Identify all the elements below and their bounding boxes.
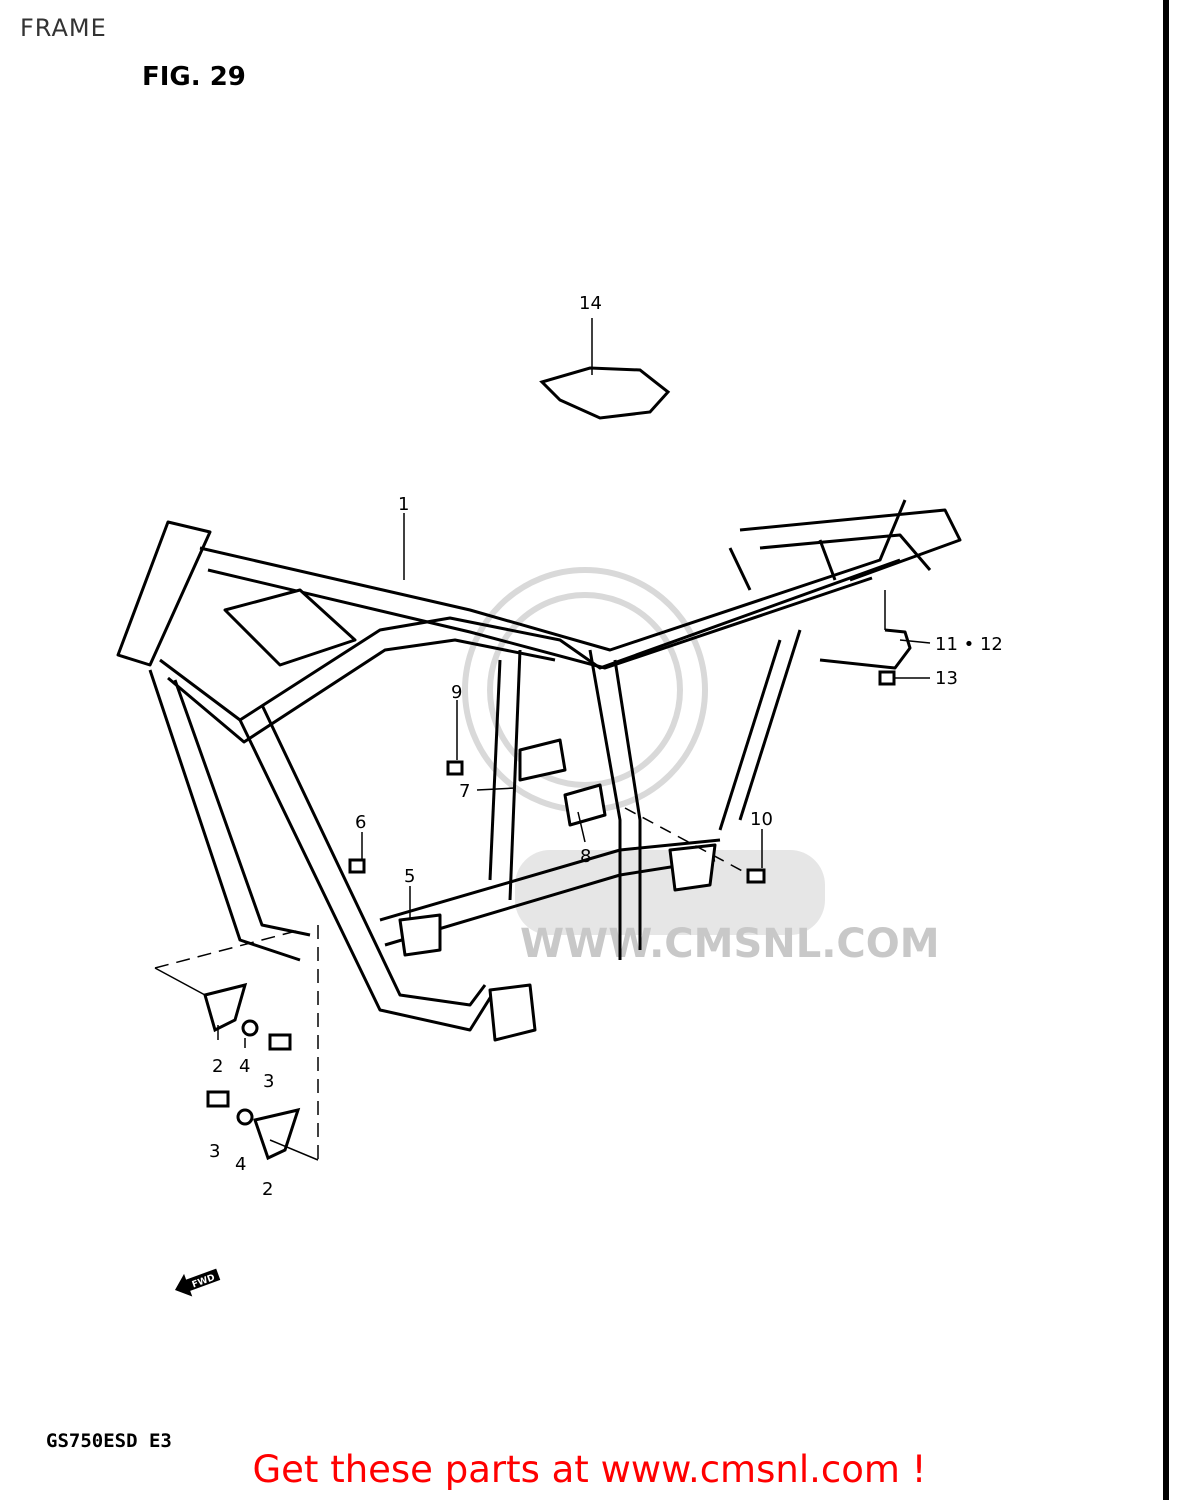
callout-3b: 3 xyxy=(209,1141,220,1162)
part-2-bracket-a xyxy=(203,982,248,1033)
part-3-bolt-a xyxy=(268,1033,292,1051)
callout-10: 10 xyxy=(750,809,773,830)
model-code: GS750ESD E3 xyxy=(46,1430,172,1452)
callout-3a: 3 xyxy=(263,1071,274,1092)
callout-4b: 4 xyxy=(235,1154,246,1175)
part-4-washer-b xyxy=(236,1108,254,1126)
part-10-bolt xyxy=(746,868,766,884)
fwd-label: FWD xyxy=(191,1273,217,1290)
callout-13: 13 xyxy=(935,668,958,689)
section-title: FRAME xyxy=(20,14,107,42)
leader-lines xyxy=(154,318,931,1161)
part-9-bolt xyxy=(446,760,464,776)
callout-6: 6 xyxy=(355,812,366,833)
callout-labels: 14 1 9 7 8 6 5 10 11 • 12 13 2 4 3 3 4 2 xyxy=(209,293,1003,1200)
part-6-bolt xyxy=(348,858,366,874)
part-1-main-frame xyxy=(116,499,962,1042)
callout-9: 9 xyxy=(451,682,462,703)
callout-11-12: 11 • 12 xyxy=(935,634,1003,655)
callout-8: 8 xyxy=(580,846,591,867)
part-2-bracket-b xyxy=(253,1107,301,1161)
callout-7: 7 xyxy=(459,781,470,802)
callout-1: 1 xyxy=(398,494,409,515)
callout-4a: 4 xyxy=(239,1056,250,1077)
callout-5: 5 xyxy=(404,866,415,887)
callout-14: 14 xyxy=(579,293,602,314)
fwd-arrow-icon: FWD xyxy=(175,1268,221,1297)
part-3-bolt-b xyxy=(206,1090,230,1108)
part-13-bolt xyxy=(878,670,896,686)
callout-2a: 2 xyxy=(212,1056,223,1077)
callout-2b: 2 xyxy=(262,1179,273,1200)
part-14-cover xyxy=(539,366,671,420)
figure-title: FIG. 29 xyxy=(142,62,246,92)
promo-link[interactable]: Get these parts at www.cmsnl.com ! xyxy=(252,1448,927,1491)
part-4-washer-a xyxy=(241,1019,259,1037)
watermark-text: WWW.CMSNL.COM xyxy=(520,921,940,967)
promo-banner: Get these parts at www.cmsnl.com ! xyxy=(0,1448,1179,1491)
page-border xyxy=(1163,0,1169,1500)
